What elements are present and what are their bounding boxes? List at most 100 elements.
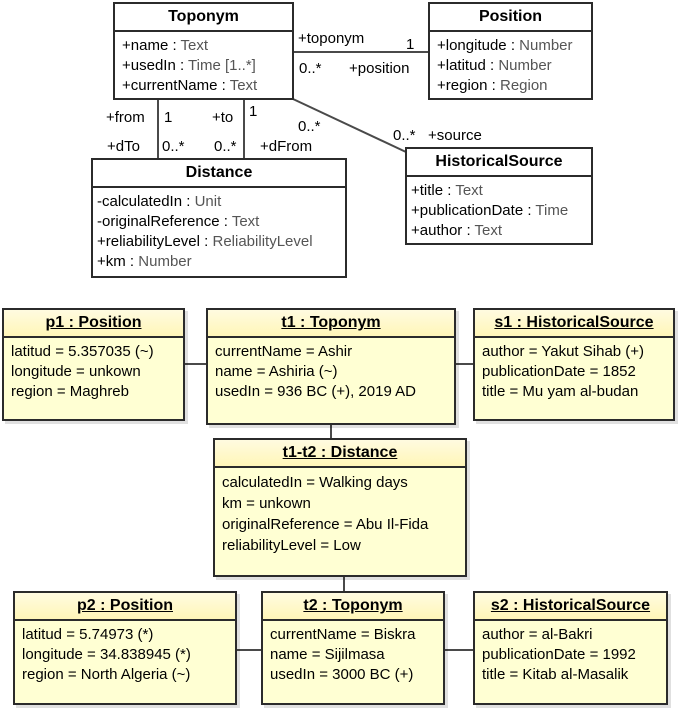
attr-row: +currentName : Text <box>122 77 258 94</box>
role-label-to: +to <box>212 109 234 126</box>
slot-row: region = North Algeria (~) <box>22 666 191 683</box>
role-label-source: +source <box>428 127 482 144</box>
class-distance: Distance -calculatedIn : Unit -originalR… <box>91 158 347 278</box>
slot-row: region = Maghreb <box>11 383 129 400</box>
attr-type: Text <box>231 213 260 230</box>
attr-type: Text <box>455 182 483 199</box>
attr-name: +title <box>411 182 444 199</box>
attr-name: +currentName <box>122 77 218 94</box>
attr-row: +longitude : Number <box>437 37 573 54</box>
multiplicity-label: 0..* <box>393 127 416 144</box>
object-title-text: s1 : HistoricalSource <box>494 314 654 331</box>
slot-row: title = Mu yam al-budan <box>482 383 639 400</box>
attr-name: +usedIn <box>122 57 176 74</box>
object-slots: currentName = Ashir name = Ashiria (~) u… <box>208 338 454 406</box>
attr-name: +publicationDate <box>411 202 524 219</box>
attr-row: +region : Region <box>437 77 548 94</box>
class-attributes: +longitude : Number +latitud : Number +r… <box>430 32 591 100</box>
class-title: HistoricalSource <box>407 149 591 177</box>
role-label-toponym: +toponym <box>298 30 365 47</box>
object-slots: latitud = 5.357035 (~) longitude = unkow… <box>4 338 183 406</box>
role-label-dto: +dTo <box>107 138 140 155</box>
class-toponym: Toponym +name : Text +usedIn : Time [1..… <box>113 2 294 100</box>
slot-row: title = Kitab al-Masalik <box>482 666 629 683</box>
object-title: s1 : HistoricalSource <box>475 310 673 338</box>
slot-row: usedIn = 936 BC (+), 2019 AD <box>215 383 416 400</box>
multiplicity-label: 1 <box>164 109 173 126</box>
slot-row: originalReference = Abu Il-Fida <box>222 516 429 533</box>
attr-row: +publicationDate : Time <box>411 202 569 219</box>
slot-row: publicationDate = 1852 <box>482 363 636 380</box>
object-title: t1 : Toponym <box>208 310 454 338</box>
object-title-text: t2 : Toponym <box>303 597 403 614</box>
object-s2: s2 : HistoricalSource author = al-Bakri … <box>473 591 668 705</box>
object-p2: p2 : Position latitud = 5.74973 (*) long… <box>13 591 237 705</box>
object-title-text: t1 : Toponym <box>281 314 381 331</box>
object-title: t2 : Toponym <box>263 593 443 621</box>
class-attributes: +title : Text +publicationDate : Time +a… <box>407 177 591 245</box>
attr-type: Text <box>180 37 209 54</box>
slot-row: publicationDate = 1992 <box>482 646 636 663</box>
class-position: Position +longitude : Number +latitud : … <box>428 2 593 100</box>
role-label-from: +from <box>106 109 145 126</box>
class-title: Distance <box>93 160 345 188</box>
object-title: t1-t2 : Distance <box>215 440 465 468</box>
attr-name: -calculatedIn <box>97 193 183 210</box>
attr-row: +name : Text <box>122 37 209 54</box>
object-s1: s1 : HistoricalSource author = Yakut Sih… <box>473 308 675 421</box>
object-p1: p1 : Position latitud = 5.357035 (~) lon… <box>2 308 185 421</box>
assoc-source <box>292 98 407 153</box>
attr-row: +reliabilityLevel : ReliabilityLevel <box>97 233 313 250</box>
attr-type: Number <box>138 253 192 270</box>
role-label-dfrom: +dFrom <box>260 138 313 155</box>
object-title-text: s2 : HistoricalSource <box>490 597 651 614</box>
slot-row: currentName = Ashir <box>215 343 353 360</box>
slot-row: latitud = 5.74973 (*) <box>22 626 154 643</box>
slot-row: longitude = 34.838945 (*) <box>22 646 191 663</box>
object-title-text: p2 : Position <box>77 597 173 614</box>
object-title-text: t1-t2 : Distance <box>282 444 398 461</box>
attr-row: +usedIn : Time [1..*] <box>122 57 256 74</box>
slot-row: currentName = Biskra <box>270 626 416 643</box>
attr-row: +km : Number <box>97 253 192 270</box>
attr-type: Time <box>535 202 569 219</box>
attr-row: +author : Text <box>411 222 503 239</box>
multiplicity-label: 1 <box>249 103 258 120</box>
slot-row: reliabilityLevel = Low <box>222 537 361 554</box>
object-slots: currentName = Biskra name = Sijilmasa us… <box>263 621 443 689</box>
attr-row: +latitud : Number <box>437 57 552 74</box>
object-title: s2 : HistoricalSource <box>475 593 666 621</box>
object-slots: calculatedIn = Walking days km = unkown … <box>215 468 465 560</box>
multiplicity-label: 0..* <box>162 138 185 155</box>
attr-type: Number <box>498 57 552 74</box>
attr-type: Time [1..*] <box>188 57 256 74</box>
slot-row: latitud = 5.357035 (~) <box>11 343 154 360</box>
attr-type: Region <box>499 77 548 94</box>
object-t1: t1 : Toponym currentName = Ashir name = … <box>206 308 456 425</box>
attr-name: +reliabilityLevel <box>97 233 200 250</box>
multiplicity-label: 0..* <box>298 118 321 135</box>
attr-name: +region <box>437 77 488 94</box>
attr-type: Text <box>229 77 258 94</box>
object-t1-t2-distance: t1-t2 : Distance calculatedIn = Walking … <box>213 438 467 577</box>
object-slots: author = al-Bakri publicationDate = 1992… <box>475 621 666 689</box>
attr-name: -originalReference <box>97 213 220 230</box>
class-title: Toponym <box>115 4 292 32</box>
attr-row: -originalReference : Text <box>97 213 260 230</box>
slot-row: longitude = unkown <box>11 363 141 380</box>
class-attributes: +name : Text +usedIn : Time [1..*] +curr… <box>115 32 292 100</box>
role-label-position: +position <box>349 60 410 77</box>
class-historical-source: HistoricalSource +title : Text +publicat… <box>405 147 593 245</box>
slot-row: name = Sijilmasa <box>270 646 385 663</box>
attr-name: +name <box>122 37 169 54</box>
slot-row: km = unkown <box>222 495 311 512</box>
attr-type: Text <box>474 222 503 239</box>
class-attributes: -calculatedIn : Unit -originalReference … <box>93 188 345 276</box>
slot-row: calculatedIn = Walking days <box>222 474 408 491</box>
slot-row: author = Yakut Sihab (+) <box>482 343 645 360</box>
slot-row: author = al-Bakri <box>482 626 593 643</box>
attr-row: +title : Text <box>411 182 483 199</box>
attr-type: Number <box>519 37 573 54</box>
object-title: p2 : Position <box>15 593 235 621</box>
